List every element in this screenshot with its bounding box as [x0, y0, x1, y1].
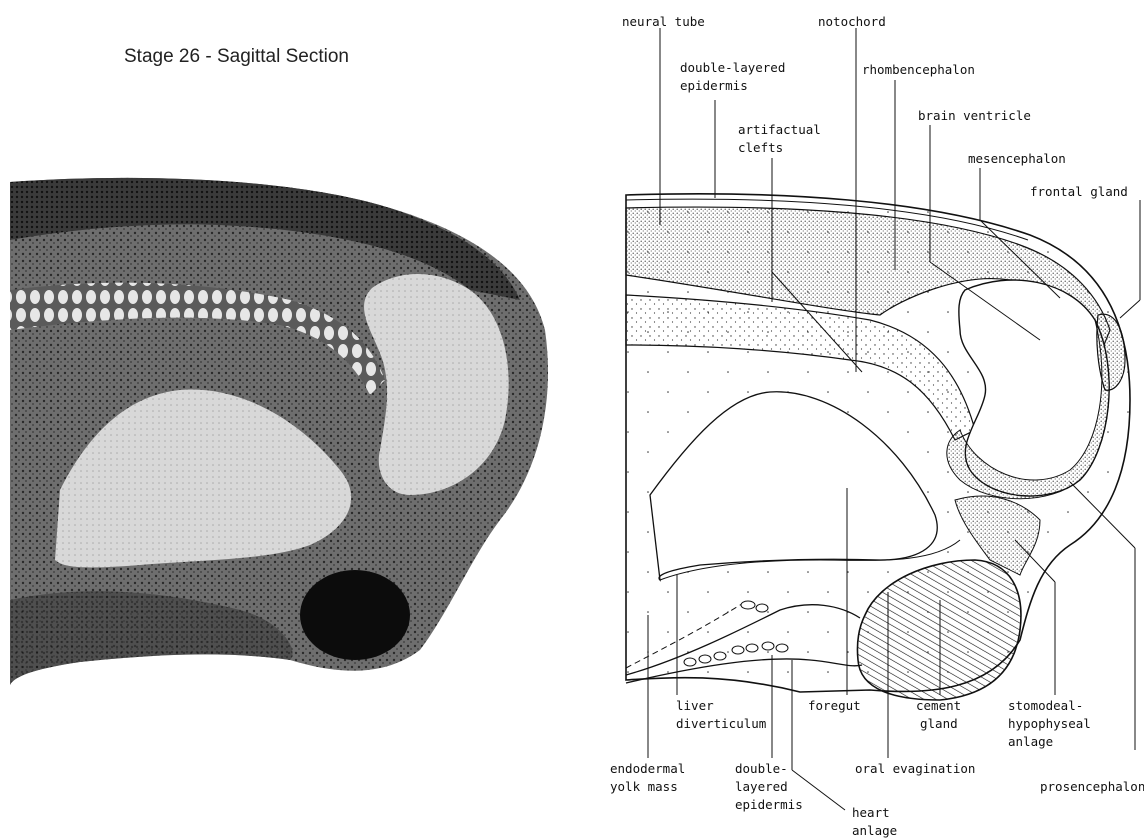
label-double-layered-epidermis-top-1: double-layered [680, 60, 785, 75]
label-cement-gland-2: gland [920, 716, 958, 731]
label-stomodeal-2: hypophyseal [1008, 716, 1091, 731]
label-rhombencephalon: rhombencephalon [862, 62, 975, 77]
label-frontal-gland: frontal gland [1030, 184, 1128, 199]
label-liver-diverticulum-1: liver [676, 698, 714, 713]
label-mesencephalon: mesencephalon [968, 151, 1066, 166]
label-prosencephalon: prosencephalon [1040, 779, 1144, 794]
label-stomodeal-3: anlage [1008, 734, 1053, 749]
label-brain-ventricle: brain ventricle [918, 108, 1031, 123]
label-double-layered-epidermis-bottom-3: epidermis [735, 797, 803, 812]
label-artifactual-clefts-1: artifactual [738, 122, 821, 137]
label-heart-anlage-2: anlage [852, 823, 897, 838]
label-endodermal-yolk-mass-1: endodermal [610, 761, 685, 776]
label-double-layered-epidermis-bottom-2: layered [735, 779, 788, 794]
label-double-layered-epidermis-bottom-1: double- [735, 761, 788, 776]
label-heart-anlage-1: heart [852, 805, 890, 820]
label-notochord: notochord [818, 14, 886, 29]
labeled-diagram: neural tube notochord double-layered epi… [560, 0, 1144, 839]
label-stomodeal-1: stomodeal- [1008, 698, 1083, 713]
label-liver-diverticulum-2: diverticulum [676, 716, 766, 731]
label-oral-evagination: oral evagination [855, 761, 975, 776]
label-endodermal-yolk-mass-2: yolk mass [610, 779, 678, 794]
label-artifactual-clefts-2: clefts [738, 140, 783, 155]
label-neural-tube: neural tube [622, 14, 705, 29]
cement-gland-tissue [300, 570, 410, 660]
label-cement-gland-1: cement [916, 698, 961, 713]
label-foregut: foregut [808, 698, 861, 713]
label-double-layered-epidermis-top-2: epidermis [680, 78, 748, 93]
micrograph-image [0, 0, 560, 839]
